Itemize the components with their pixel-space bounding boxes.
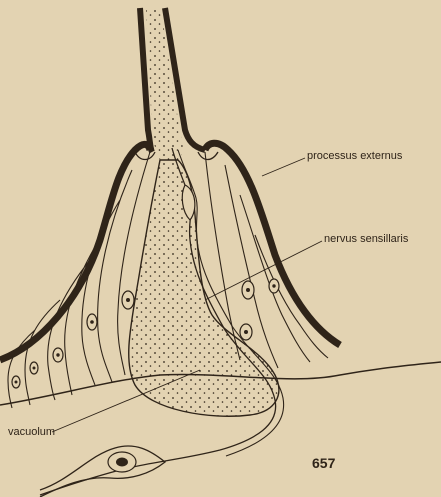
label-vacuolum: vacuolum (8, 426, 55, 438)
socket-right (198, 152, 218, 160)
cell-walls-left (8, 152, 150, 408)
label-nervus-sensillaris: nervus sensillaris (324, 233, 408, 245)
leader-processus (262, 158, 305, 176)
figure-number: 657 (312, 455, 335, 471)
leader-nervus (205, 241, 322, 300)
socket-left (135, 152, 155, 160)
neuron-cell-body (40, 446, 165, 497)
outer-cuticle-left (0, 144, 150, 360)
label-processus-externus: processus externus (307, 150, 402, 162)
